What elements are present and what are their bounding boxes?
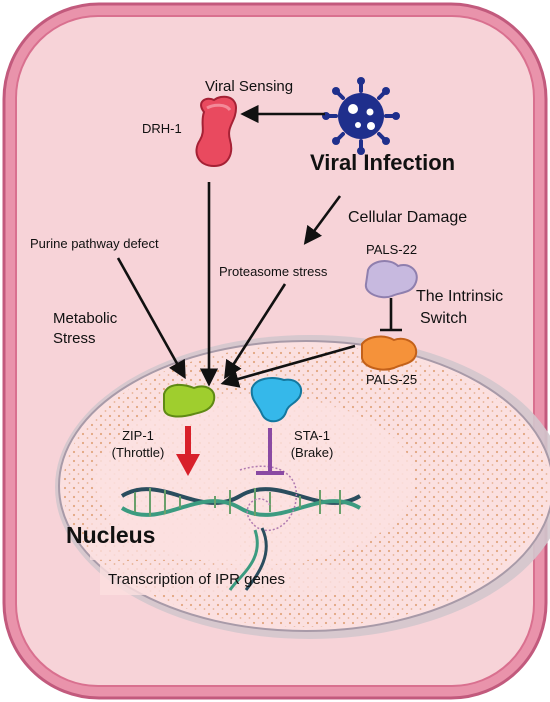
zip1-label-line1: ZIP-1: [122, 428, 154, 443]
transcription-label: Transcription of IPR genes: [108, 571, 286, 588]
nucleus: [55, 335, 550, 639]
viral-sensing-label: Viral Sensing: [205, 78, 294, 95]
metabolic-stress-label-line1: Metabolic: [53, 310, 118, 327]
proteasome-stress-label: Proteasome stress: [219, 264, 328, 279]
zip1-label-line2: (Throttle): [111, 445, 165, 460]
sta1-protein: [250, 377, 302, 423]
pals25-label: PALS-25: [366, 372, 418, 387]
cellular-damage-label: Cellular Damage: [348, 209, 468, 226]
virus-icon: [322, 77, 400, 155]
brake-bar: [256, 428, 284, 475]
sta1-label-line1: STA-1: [294, 428, 330, 443]
proteasome-arrow: [224, 283, 287, 380]
damage-arrow: [303, 195, 342, 245]
nucleus-label: Nucleus: [66, 522, 156, 548]
pals22-label: PALS-22: [366, 242, 418, 257]
pals25-arrow: [220, 344, 356, 388]
purine-defect-label: Purine pathway defect: [30, 236, 159, 251]
drh1-protein: [195, 95, 238, 168]
sta1-label-line2: (Brake): [290, 445, 334, 460]
pals25-protein: [361, 335, 418, 371]
metabolic-stress-label-line2: Stress: [53, 330, 96, 347]
viral-infection-label: Viral Infection: [310, 150, 456, 175]
intrinsic-switch-label-line1: The Intrinsic: [416, 288, 504, 305]
dna-icon: [120, 465, 362, 591]
throttle-arrow: [176, 426, 200, 476]
drh1-label: DRH-1: [142, 121, 182, 136]
purine-arrow: [116, 257, 186, 380]
pals22-inhibition: [380, 298, 402, 332]
zip1-protein: [163, 383, 216, 418]
pals22-protein: [364, 260, 418, 299]
intrinsic-switch-label-line2: Switch: [420, 310, 468, 327]
